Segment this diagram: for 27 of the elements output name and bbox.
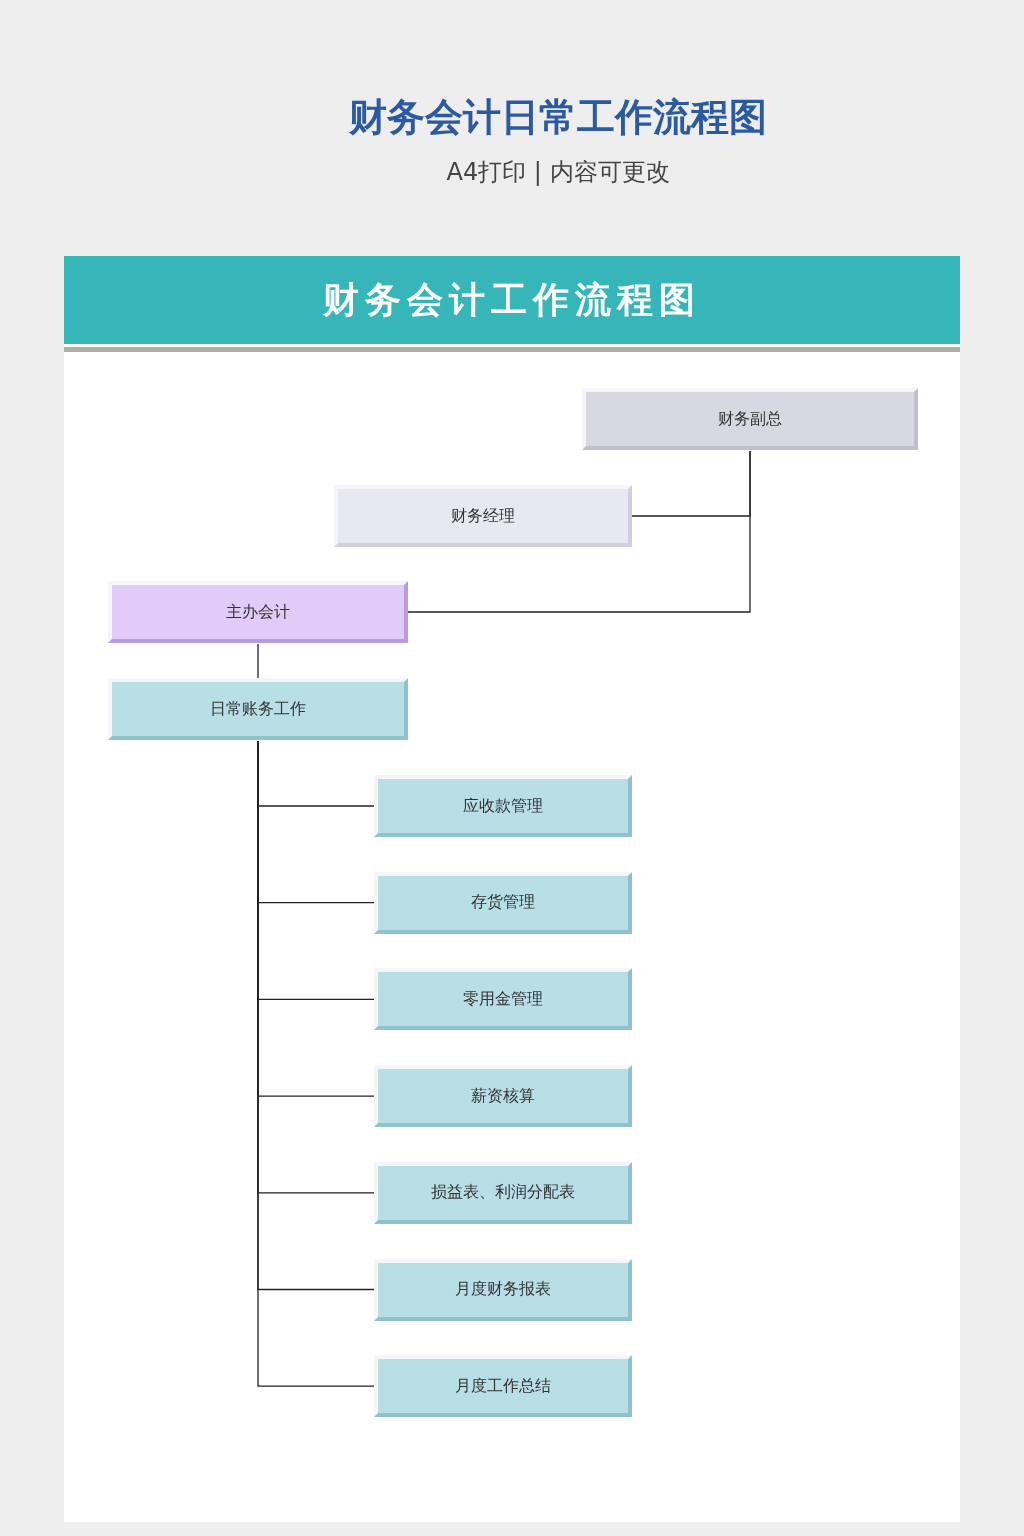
process-box <box>374 968 632 1031</box>
node-label: 月度工作总结 <box>455 1375 551 1397</box>
subtitle: A4打印 | 内容可更改 <box>445 157 671 188</box>
node-label: 薪资核算 <box>471 1085 535 1107</box>
process-box <box>374 1065 632 1128</box>
process-box <box>108 581 408 643</box>
process-box <box>374 1258 632 1321</box>
node-label: 主办会计 <box>226 601 290 623</box>
node-label: 日常账务工作 <box>210 698 306 720</box>
process-box <box>374 1355 632 1418</box>
node-label: 损益表、利润分配表 <box>431 1182 575 1204</box>
node-label: 财务经理 <box>451 505 515 527</box>
node-label: 存货管理 <box>471 892 535 914</box>
connector-line <box>407 450 751 613</box>
process-box <box>108 678 408 740</box>
page-title: 财务会计日常工作流程图 <box>348 94 768 141</box>
node-label: 应收款管理 <box>463 795 543 817</box>
connector-line <box>257 643 259 679</box>
process-box <box>374 871 632 934</box>
process-box <box>334 485 632 547</box>
process-box <box>374 775 632 837</box>
node-label: 财务副总 <box>718 408 782 430</box>
node-label: 月度财务报表 <box>455 1279 551 1300</box>
process-box <box>374 1161 632 1224</box>
node-label: 零用金管理 <box>463 988 543 1010</box>
title-banner: 财务会计工作流程图 <box>64 256 960 344</box>
process-box <box>582 388 918 450</box>
